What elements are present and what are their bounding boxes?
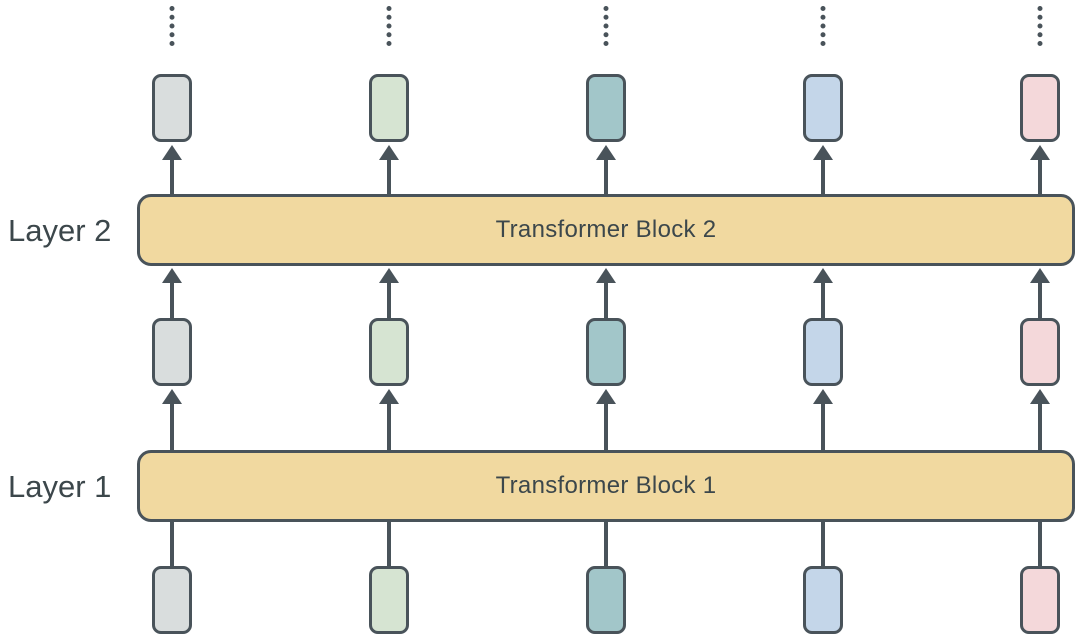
- token-mid-pink: [1020, 318, 1060, 386]
- arrow-line: [1038, 402, 1042, 452]
- token-mid-blue: [803, 318, 843, 386]
- token-mid-teal: [586, 318, 626, 386]
- layer-2-label: Layer 2: [8, 213, 112, 248]
- arrowhead-icon: [813, 268, 833, 283]
- token-top-green: [369, 74, 409, 142]
- continuation-dots-icon: [386, 6, 392, 46]
- connector-line: [387, 521, 391, 567]
- arrow-line: [170, 281, 174, 319]
- continuation-dots-icon: [169, 6, 175, 46]
- arrowhead-icon: [162, 389, 182, 404]
- token-bottom-teal: [586, 566, 626, 634]
- transformer-block-2: Transformer Block 2: [137, 194, 1075, 266]
- arrow-line: [821, 402, 825, 452]
- arrow-line: [387, 158, 391, 196]
- arrowhead-icon: [379, 389, 399, 404]
- arrow-line: [604, 158, 608, 196]
- arrowhead-icon: [379, 268, 399, 283]
- token-bottom-pink: [1020, 566, 1060, 634]
- arrow-line: [604, 281, 608, 319]
- arrowhead-icon: [813, 145, 833, 160]
- continuation-dots-icon: [1037, 6, 1043, 46]
- arrowhead-icon: [1030, 145, 1050, 160]
- token-top-pink: [1020, 74, 1060, 142]
- arrowhead-icon: [162, 145, 182, 160]
- token-mid-gray: [152, 318, 192, 386]
- token-top-teal: [586, 74, 626, 142]
- token-bottom-blue: [803, 566, 843, 634]
- arrowhead-icon: [596, 268, 616, 283]
- arrow-line: [821, 158, 825, 196]
- connector-line: [821, 521, 825, 567]
- arrowhead-icon: [379, 145, 399, 160]
- token-top-gray: [152, 74, 192, 142]
- arrowhead-icon: [1030, 389, 1050, 404]
- arrow-line: [1038, 158, 1042, 196]
- arrowhead-icon: [813, 389, 833, 404]
- token-bottom-green: [369, 566, 409, 634]
- arrow-line: [387, 402, 391, 452]
- arrowhead-icon: [596, 389, 616, 404]
- token-bottom-gray: [152, 566, 192, 634]
- continuation-dots-icon: [603, 6, 609, 46]
- arrow-line: [604, 402, 608, 452]
- transformer-block-1: Transformer Block 1: [137, 450, 1075, 522]
- token-mid-green: [369, 318, 409, 386]
- connector-line: [1038, 521, 1042, 567]
- connector-line: [604, 521, 608, 567]
- arrow-line: [387, 281, 391, 319]
- token-top-blue: [803, 74, 843, 142]
- arrowhead-icon: [596, 145, 616, 160]
- arrowhead-icon: [162, 268, 182, 283]
- connector-line: [170, 521, 174, 567]
- layer-1-label: Layer 1: [8, 469, 112, 504]
- arrowhead-icon: [1030, 268, 1050, 283]
- continuation-dots-icon: [820, 6, 826, 46]
- arrow-line: [170, 158, 174, 196]
- arrow-line: [1038, 281, 1042, 319]
- arrow-line: [170, 402, 174, 452]
- arrow-line: [821, 281, 825, 319]
